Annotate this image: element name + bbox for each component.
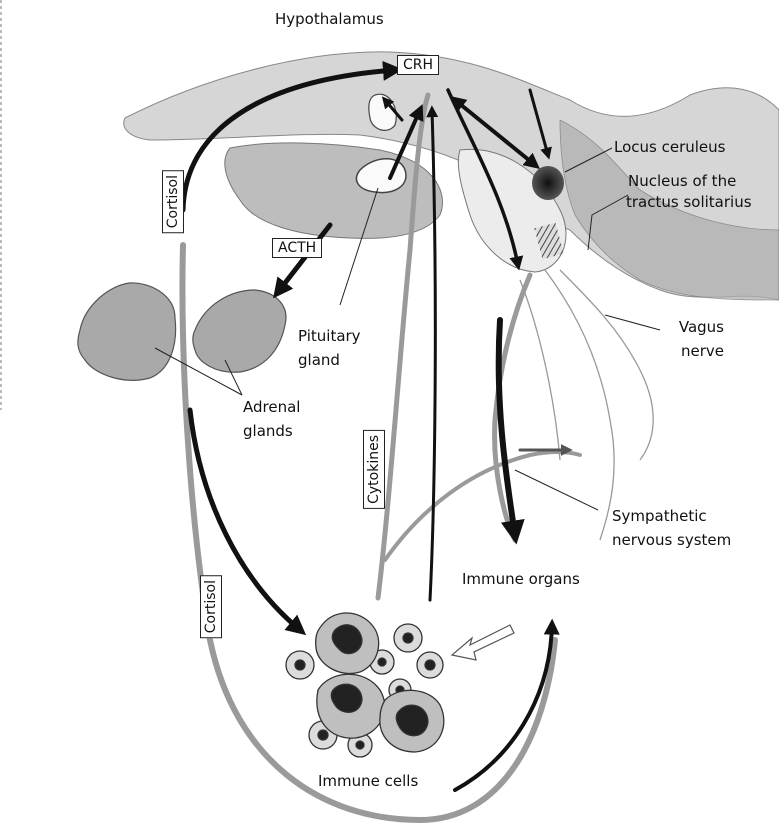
pituitary-label-line1: Pituitary: [298, 327, 361, 346]
nucleus-label-line1: Nucleus of the: [628, 172, 736, 191]
hypothalamus-label: Hypothalamus: [275, 10, 384, 29]
adrenal-label-line2: glands: [243, 422, 293, 441]
hollow-arrow: [452, 625, 514, 660]
locus-ceruleus-dot: [532, 166, 564, 200]
vagus-label-line2: nerve: [662, 342, 724, 361]
immune-cells-cluster: [286, 613, 444, 757]
vagus-nerve: [520, 270, 653, 540]
acth-box: ACTH: [272, 238, 322, 258]
crh-box: CRH: [397, 55, 439, 75]
cytokines-box: Cytokines: [363, 430, 385, 509]
immune-cells-label: Immune cells: [318, 772, 418, 791]
immune-organs-label: Immune organs: [462, 570, 580, 589]
pituitary-label-line2: gland: [298, 351, 340, 370]
locus-ceruleus-label: Locus ceruleus: [614, 138, 725, 157]
cortisol-upper-box: Cortisol: [162, 170, 184, 233]
sympathetic-label-line2: nervous system: [612, 531, 731, 550]
adrenal-label-line1: Adrenal: [243, 398, 300, 417]
vagus-label-line1: Vagus: [662, 318, 724, 337]
sympathetic-label-line1: Sympathetic: [612, 507, 707, 526]
cortisol-lower-box: Cortisol: [200, 575, 222, 638]
nucleus-label-line2: tractus solitarius: [626, 193, 752, 212]
